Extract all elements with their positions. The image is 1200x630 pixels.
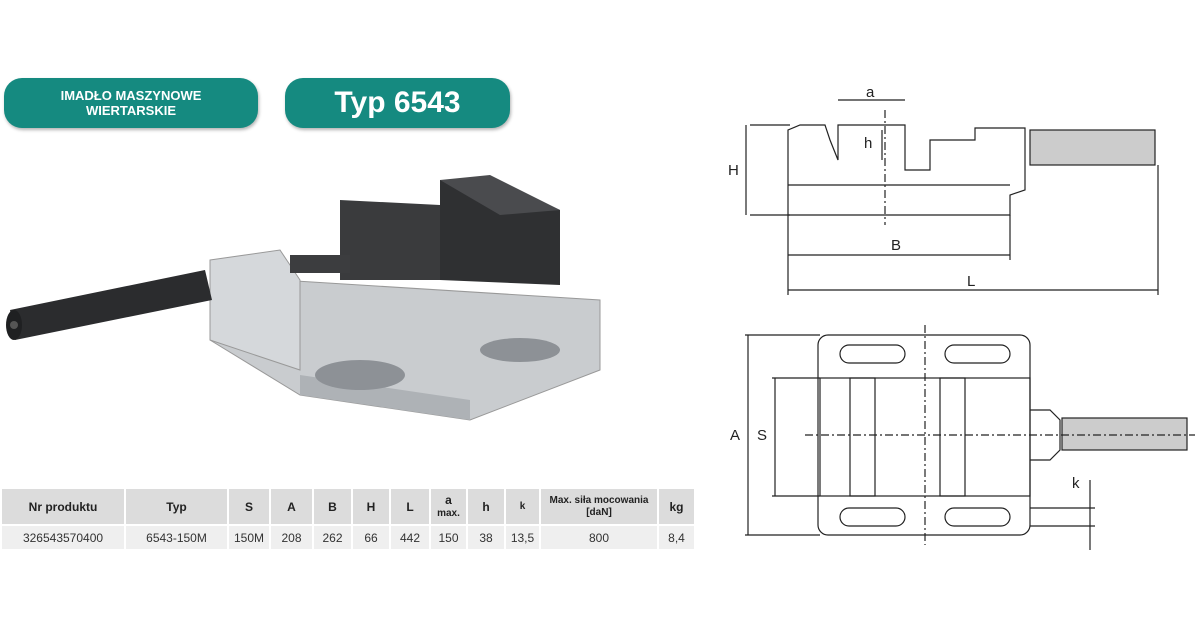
col-header: Typ [125, 489, 229, 525]
col-header: L [390, 489, 431, 525]
cell: 150M [228, 524, 271, 549]
col-header: Nr produktu [2, 489, 126, 525]
col-header: k [505, 489, 541, 525]
dim-H: H [728, 162, 739, 179]
top-view [745, 325, 1195, 550]
cell: 66 [352, 524, 391, 549]
dim-a: a [866, 84, 875, 101]
dim-B: B [891, 237, 901, 254]
cell: 8,4 [658, 524, 696, 549]
dim-h: h [864, 135, 872, 152]
col-header: kg [658, 489, 696, 525]
dim-A: A [730, 427, 740, 444]
cell: 38 [467, 524, 506, 549]
cell: 150 [430, 524, 468, 549]
badge-line-2: WIERTARSKIE [85, 103, 177, 118]
cell: 262 [313, 524, 353, 549]
dim-S: S [757, 427, 767, 444]
cell: 6543-150M [125, 524, 229, 549]
col-header: A [270, 489, 314, 525]
header-force: Max. siła mocowania [549, 494, 649, 506]
product-type-badge: Typ 6543 [285, 78, 510, 128]
col-header: B [313, 489, 353, 525]
badge-line-1: IMADŁO MASZYNOWE [60, 88, 202, 103]
cell: 208 [270, 524, 314, 549]
vise-photo [6, 175, 601, 421]
cell: 442 [390, 524, 431, 549]
col-header: H [352, 489, 391, 525]
header-force-sub: [daN] [586, 506, 612, 518]
header-a-sub: max. [437, 507, 460, 519]
dim-k: k [1072, 475, 1080, 492]
cell: 326543570400 [2, 524, 126, 549]
col-header: h [467, 489, 506, 525]
col-header: S [228, 489, 271, 525]
table-row: 326543570400 6543-150M 150M 208 262 66 4… [2, 524, 696, 549]
technical-drawing: a h H B L A S k [728, 84, 1195, 550]
side-view [745, 99, 1159, 295]
cell: 800 [540, 524, 659, 549]
col-header-force: Max. siła mocowania[daN] [540, 489, 659, 525]
dim-L: L [967, 273, 975, 290]
header-a: a [445, 492, 452, 507]
cell: 13,5 [505, 524, 541, 549]
